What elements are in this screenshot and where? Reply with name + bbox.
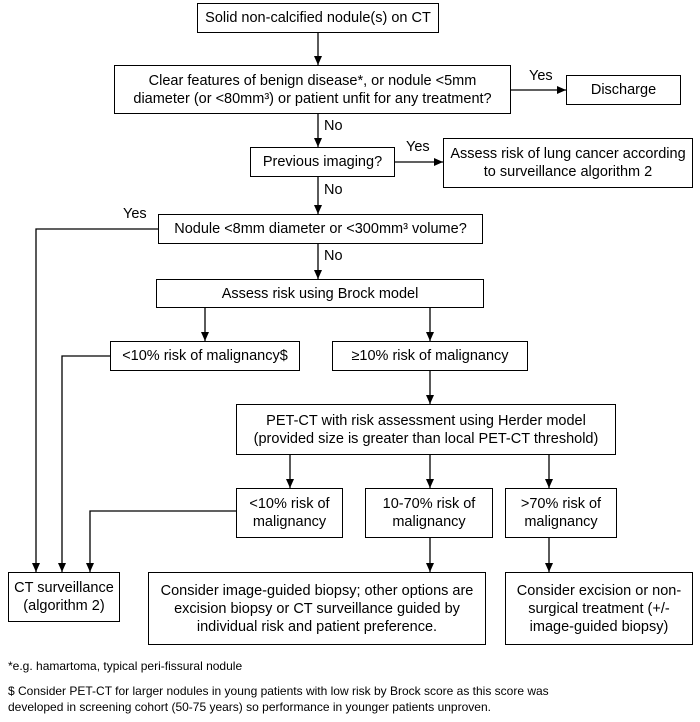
footnote-dollar-line2: developed in screening cohort (50-75 yea… — [8, 700, 491, 714]
node-clear-features: Clear features of benign disease*, or no… — [114, 65, 511, 114]
edge-label-no-brock: No — [324, 248, 343, 264]
node-nodule-size: Nodule <8mm diameter or <300mm³ volume? — [158, 214, 483, 244]
node-herder-low: <10% risk of malignancy — [236, 488, 343, 538]
arrow-herderlow-to-ct — [86, 510, 236, 572]
edge-label-yes-discharge: Yes — [529, 68, 553, 84]
edge-label-no-size: No — [324, 182, 343, 198]
node-previous-imaging: Previous imaging? — [250, 147, 395, 177]
node-excision: Consider excision or non-surgical treatm… — [505, 572, 693, 645]
node-petct: PET-CT with risk assessment using Herder… — [236, 404, 616, 455]
node-solid-nodule: Solid non-calcified nodule(s) on CT — [197, 3, 439, 33]
node-herder-mid: 10-70% risk of malignancy — [365, 488, 493, 538]
node-discharge: Discharge — [566, 75, 681, 105]
footnote-star: *e.g. hamartoma, typical peri-fissural n… — [8, 659, 243, 673]
arrow-brocklow-to-ct — [58, 355, 110, 572]
node-brock-high: ≥10% risk of malignancy — [332, 341, 528, 371]
node-ct-surveillance: CT surveillance (algorithm 2) — [8, 572, 120, 622]
edge-label-no-previous: No — [324, 118, 343, 134]
arrow-size-yes-to-ct — [32, 228, 158, 572]
edge-label-yes-size: Yes — [123, 206, 147, 222]
edge-label-yes-previous: Yes — [406, 139, 430, 155]
node-brock: Assess risk using Brock model — [156, 279, 484, 308]
node-herder-high: >70% risk of malignancy — [505, 488, 617, 538]
node-biopsy: Consider image-guided biopsy; other opti… — [148, 572, 486, 645]
footnote-dollar-line1: $ Consider PET-CT for larger nodules in … — [8, 684, 549, 698]
node-assess-surveillance: Assess risk of lung cancer according to … — [443, 138, 693, 188]
node-brock-low: <10% risk of malignancy$ — [110, 341, 300, 371]
